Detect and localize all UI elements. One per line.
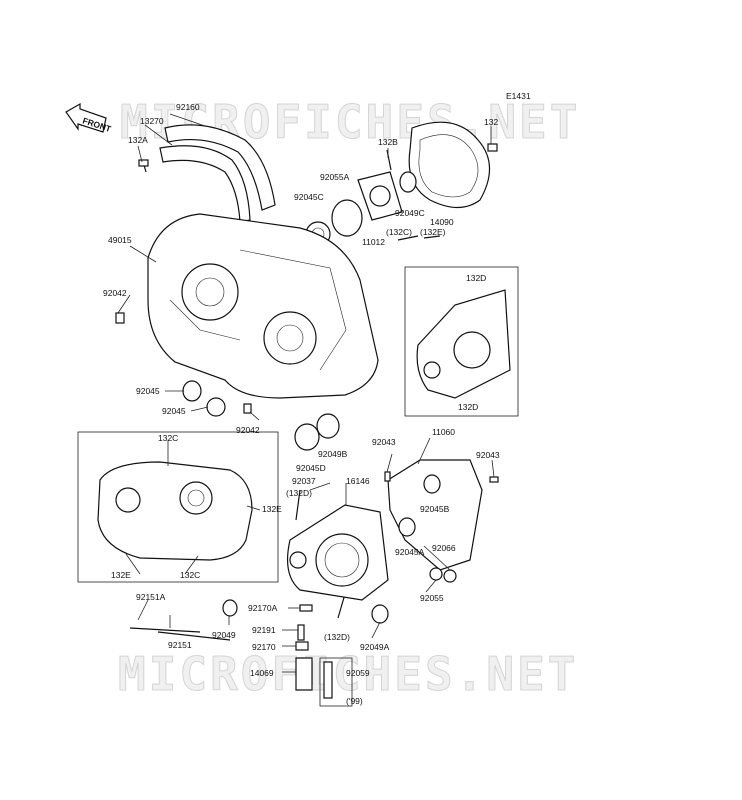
- part-label: 16146: [346, 476, 370, 486]
- part-label: 92043: [476, 450, 500, 460]
- seal-plate-part: [305, 171, 417, 247]
- plug-part: [443, 569, 457, 583]
- pin-part-c: [295, 641, 309, 651]
- part-label: 132: [484, 117, 498, 127]
- housing-part: [287, 504, 389, 601]
- oring-part: [429, 567, 443, 581]
- part-label: 92055A: [320, 172, 350, 182]
- part-label: 92160: [176, 102, 200, 112]
- part-label: 132C: [158, 433, 178, 443]
- part-label: 92059: [346, 668, 370, 678]
- part-label: 132E: [262, 504, 282, 514]
- part-label: 92042: [236, 425, 260, 435]
- side-cover-part: [416, 289, 511, 399]
- watermark-bottom: MICROFICHES.NET: [118, 647, 578, 701]
- part-label: 13270: [140, 116, 164, 126]
- dowel-part: [115, 312, 125, 324]
- cover-detail-box-left: [77, 431, 279, 583]
- part-label: 92045: [162, 406, 186, 416]
- gear-part: [295, 657, 313, 691]
- part-label: 92045C: [294, 192, 324, 202]
- part-label: 92049C: [395, 208, 425, 218]
- crankcase-part: [147, 213, 379, 399]
- part-label: 92049: [212, 630, 236, 640]
- part-label: 92045A: [395, 547, 425, 557]
- part-label: 92170: [252, 642, 276, 652]
- cover-detail-box: [404, 266, 519, 417]
- part-label: 11060: [432, 427, 455, 437]
- part-label: 92045: [136, 386, 160, 396]
- part-label: (132D): [324, 632, 350, 642]
- part-label: 92043: [372, 437, 396, 447]
- part-label: 49015: [108, 235, 132, 245]
- pin-part: [299, 604, 313, 612]
- part-label: 132D: [466, 273, 486, 283]
- part-label: ('99): [346, 696, 363, 706]
- part-label: 92066: [432, 543, 456, 553]
- part-label: 132E: [111, 570, 131, 580]
- part-label: 132C: [180, 570, 200, 580]
- part-label: (132E): [420, 227, 446, 237]
- part-label: 92045D: [296, 463, 326, 473]
- part-label: 92191: [252, 625, 276, 635]
- part-label: 132A: [128, 135, 148, 145]
- part-label: 92151A: [136, 592, 166, 602]
- seal-part-a: [371, 604, 389, 624]
- part-labels: 92160 13270 132A 132B 132 92055A 92045C …: [103, 102, 500, 706]
- pin-part-b: [297, 624, 305, 641]
- gasket-part: [387, 459, 483, 571]
- part-label: 92049B: [318, 449, 348, 459]
- part-label: 92049A: [360, 642, 390, 652]
- part-label: 14090: [430, 217, 454, 227]
- part-label: 132D: [458, 402, 478, 412]
- pin-box: [319, 657, 353, 707]
- part-label: 92037: [292, 476, 316, 486]
- part-label: 92170A: [248, 603, 278, 613]
- leader-lines: [117, 113, 495, 673]
- part-label: 92151: [168, 640, 192, 650]
- part-label: 92042: [103, 288, 127, 298]
- part-label: (132D): [286, 488, 312, 498]
- part-label: 92055: [420, 593, 444, 603]
- seal-part: [222, 599, 238, 617]
- bearings-part: [182, 380, 340, 451]
- diagram-code: E1431: [506, 91, 531, 101]
- outer-cover-part: [97, 461, 253, 561]
- cover-gasket-part: [408, 121, 491, 209]
- part-label: 14069: [250, 668, 274, 678]
- part-label: (132C): [386, 227, 412, 237]
- part-label: 92045B: [420, 504, 450, 514]
- part-label: 132B: [378, 137, 398, 147]
- front-arrow-icon: FRONT: [65, 102, 113, 134]
- part-label: 11012: [362, 237, 385, 247]
